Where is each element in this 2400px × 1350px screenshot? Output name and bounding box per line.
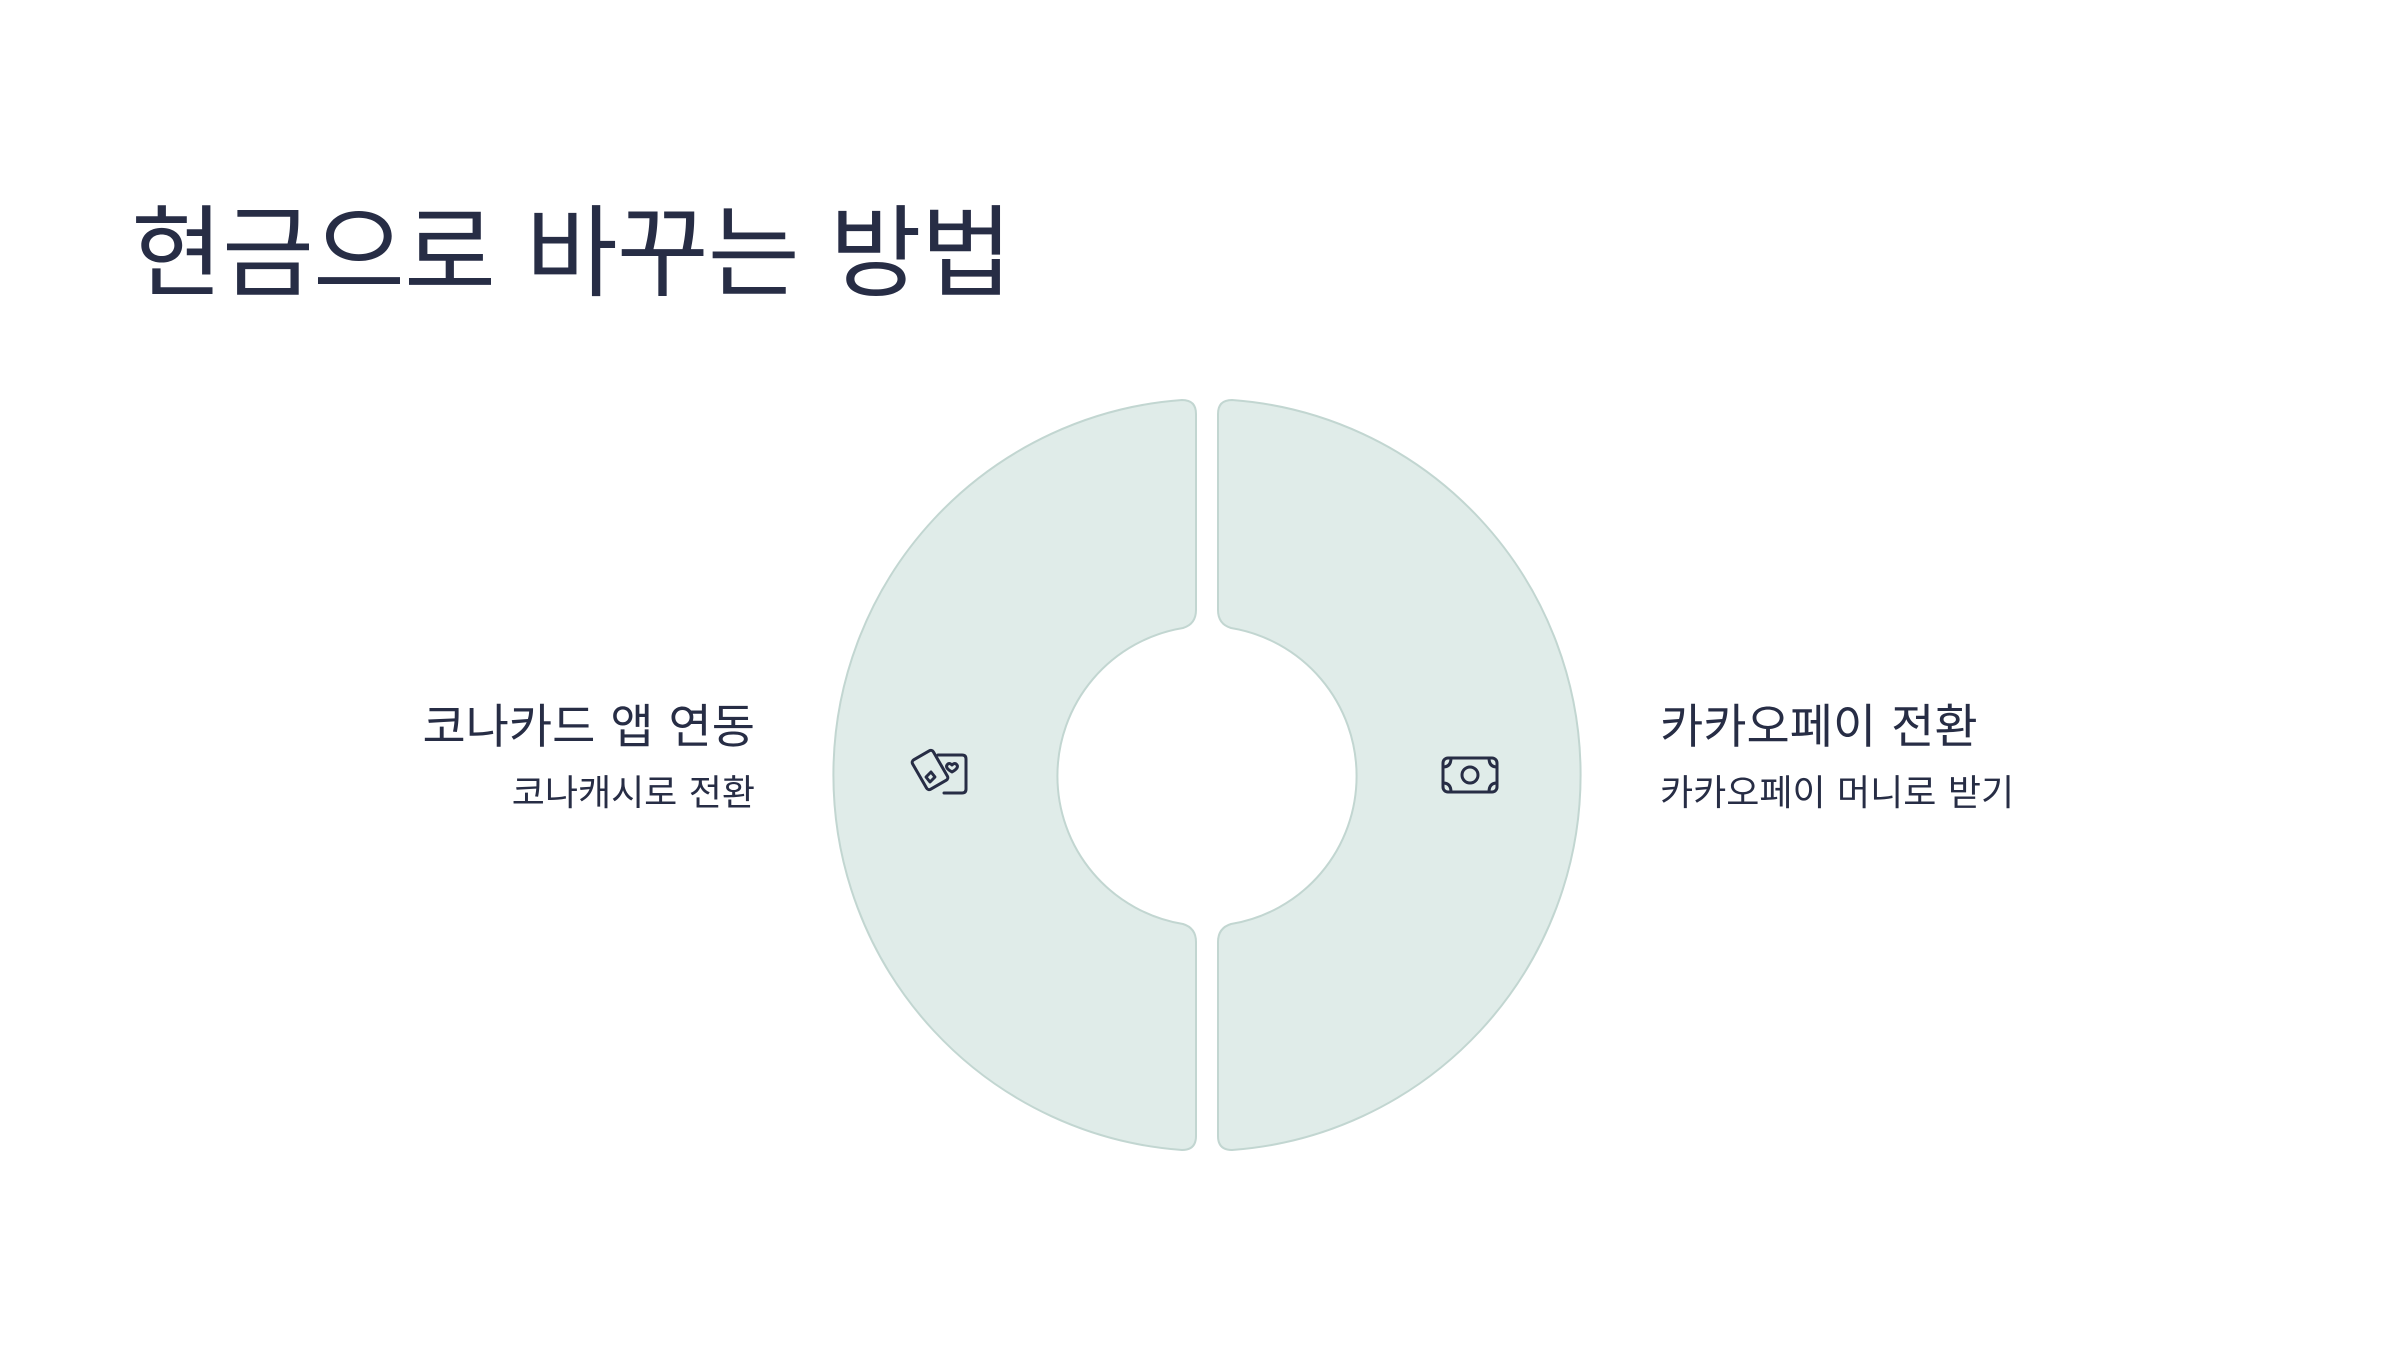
option-right-title: 카카오페이 전환 — [1660, 700, 1978, 755]
option-right-description: 카카오페이 머니로 받기 — [1660, 773, 2015, 815]
option-left-title: 코나카드 앱 연동 — [422, 700, 755, 755]
option-right: 카카오페이 전환 카카오페이 머니로 받기 — [1660, 700, 2014, 816]
segment-left — [832, 398, 1197, 1152]
banknote-icon — [1441, 756, 1499, 794]
page-title: 현금으로 바꾸는 방법 — [131, 195, 1013, 312]
playing-cards-icon — [910, 748, 968, 795]
option-left-description: 코나캐시로 전환 — [511, 773, 755, 815]
option-left: 코나카드 앱 연동 코나캐시로 전환 — [422, 700, 755, 816]
segment-right — [1217, 398, 1582, 1152]
